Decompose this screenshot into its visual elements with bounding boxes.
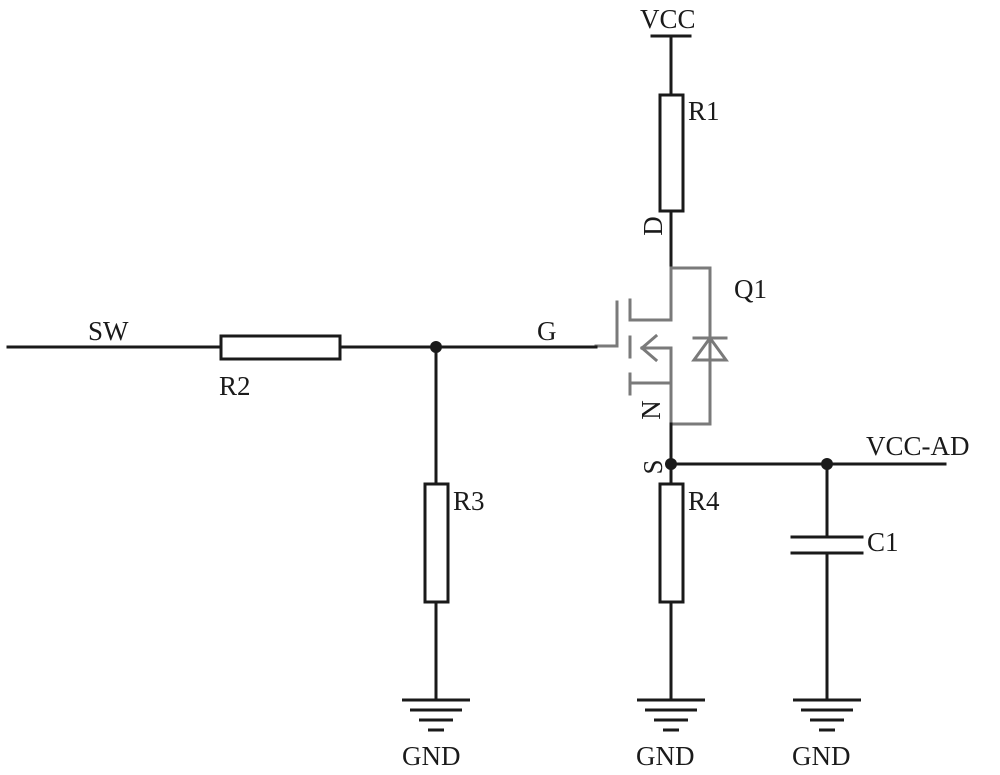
source-pin-label: S — [638, 459, 668, 474]
gnd-label-c1: GND — [792, 741, 851, 771]
capacitor-c1 — [790, 535, 864, 555]
gate-pin-label: G — [537, 316, 557, 346]
vcc-ad-label: VCC-AD — [866, 431, 970, 461]
mosfet-q1 — [594, 266, 729, 426]
resistor-r4 — [658, 482, 685, 604]
resistor-r3 — [423, 482, 450, 604]
r3-label: R3 — [453, 486, 485, 516]
resistor-r2 — [219, 334, 342, 361]
ground-symbol-r3 — [402, 698, 470, 732]
r4-label: R4 — [688, 486, 720, 516]
r2-label: R2 — [219, 371, 251, 401]
gnd-label-r3: GND — [402, 741, 461, 771]
vcc-supply-symbol — [650, 34, 692, 97]
ground-symbol-c1 — [793, 698, 861, 732]
drain-pin-label: D — [638, 216, 668, 236]
c1-label: C1 — [867, 527, 899, 557]
q1-label: Q1 — [734, 274, 767, 304]
resistor-r1 — [658, 93, 685, 213]
vcc-label: VCC — [640, 4, 696, 34]
gnd-label-r4: GND — [636, 741, 695, 771]
channel-type-label: N — [636, 400, 666, 420]
r1-label: R1 — [688, 96, 720, 126]
sw-label: SW — [88, 316, 129, 346]
ground-symbol-r4 — [637, 698, 705, 732]
